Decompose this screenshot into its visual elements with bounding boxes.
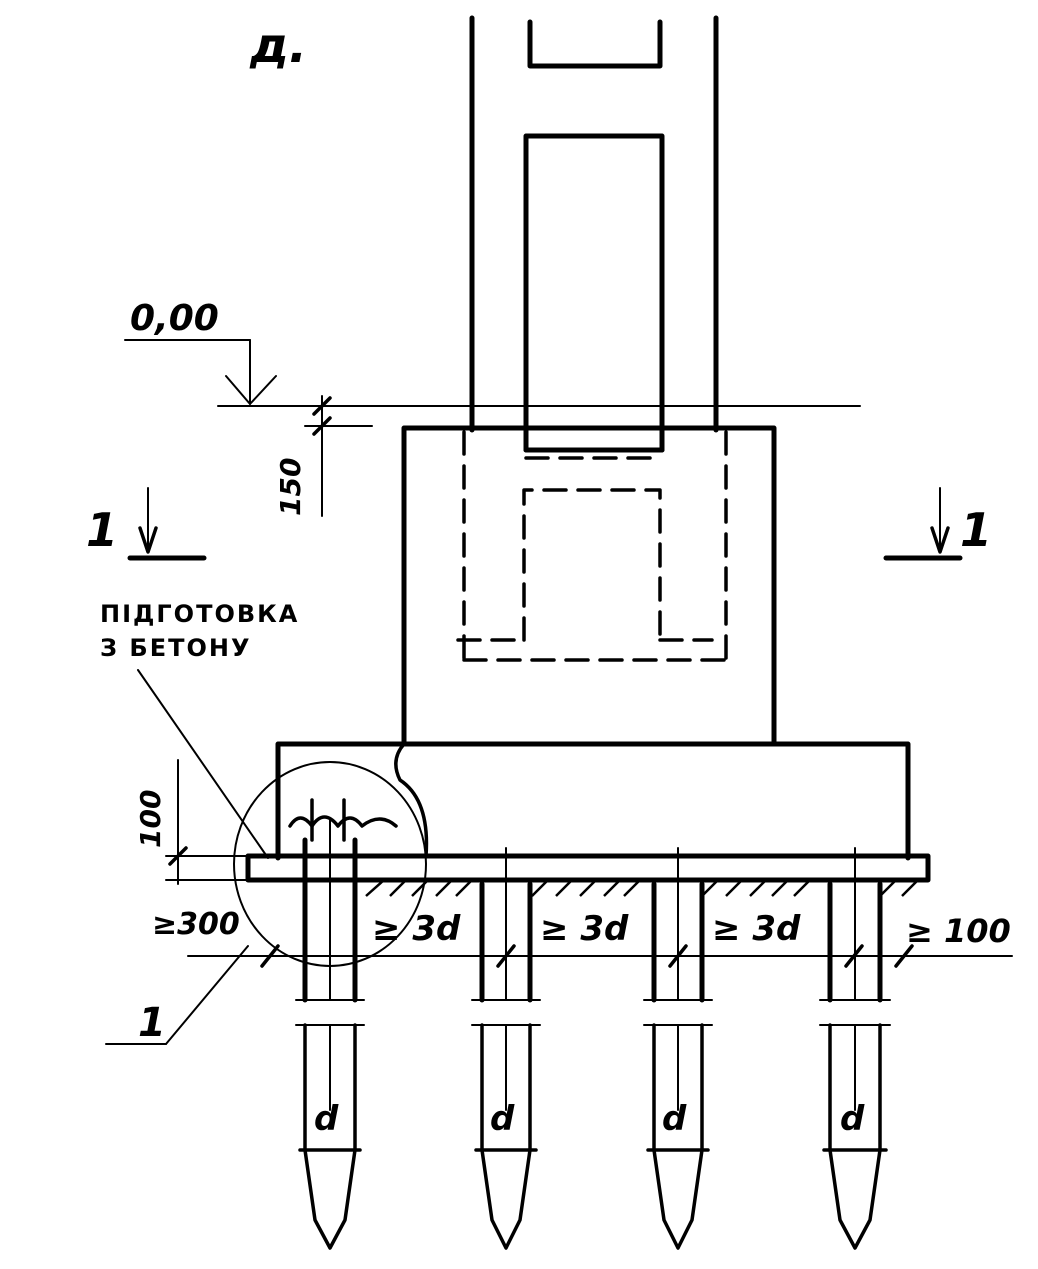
section-mark-right [883, 487, 963, 561]
pile-2 [471, 847, 541, 1250]
dim-100-label: 100 [134, 790, 167, 848]
prep-label-line1: ПІДГОТОВКА [100, 600, 299, 628]
spacing-label-3: ≥ 3d [712, 909, 801, 949]
section-label-right: 1 [960, 503, 992, 557]
pile-3 [643, 847, 713, 1250]
dimension-ticks [260, 944, 914, 968]
detail-circle [233, 761, 427, 967]
prep-leader [137, 669, 269, 859]
dim-150 [304, 395, 373, 517]
elevation-label: 0,00 [130, 298, 219, 339]
section-mark-left [127, 487, 207, 561]
pile-1 [295, 819, 365, 1250]
soil-hatching [365, 879, 919, 897]
spacing-label-1: ≥ 3d [372, 909, 461, 949]
prep-label-line2: З БЕТОНУ [100, 634, 251, 662]
edge-100-label: ≥ 100 [906, 912, 1011, 950]
pile-head-anchor [288, 798, 398, 842]
column [469, 15, 719, 453]
socket [401, 425, 777, 747]
callout-leader [105, 945, 249, 1045]
spacing-label-2: ≥ 3d [540, 909, 629, 949]
foundation-slab [275, 741, 911, 861]
pile-diameter-3: d [662, 1099, 687, 1139]
edge-distance-label: ≥300 [152, 907, 240, 942]
ground-line [124, 339, 861, 407]
concrete-preparation [245, 853, 931, 883]
figure-letter: д. [249, 18, 307, 74]
pile-4 [819, 847, 891, 1250]
pile-diameter-1: d [314, 1099, 339, 1139]
callout-label: 1 [138, 1000, 166, 1046]
pile-diameter-2: d [490, 1099, 515, 1139]
dim-150-label: 150 [274, 458, 307, 516]
section-label-left: 1 [86, 503, 118, 557]
pile-diameter-4: d [840, 1099, 865, 1139]
dim-100 [165, 759, 249, 885]
